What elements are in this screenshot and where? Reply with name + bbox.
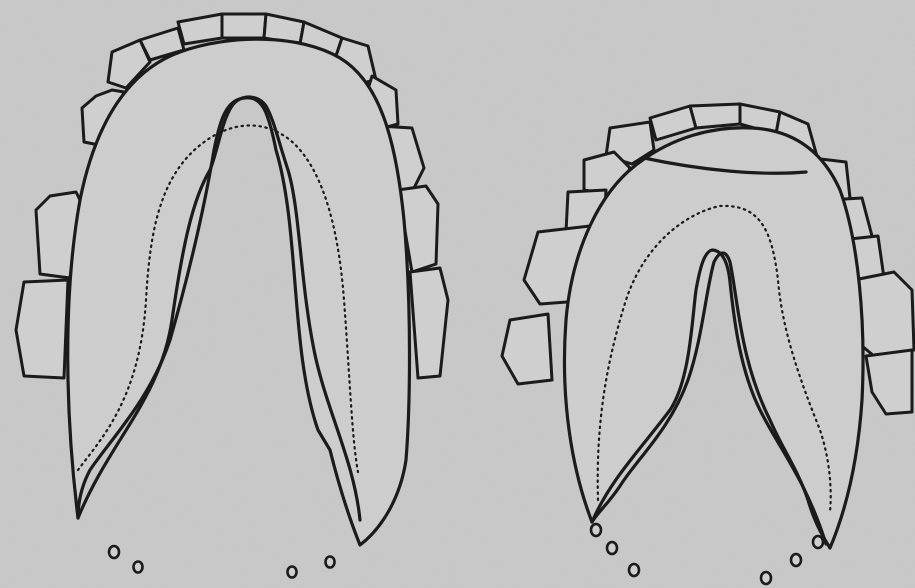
right-hole-6 <box>813 536 823 548</box>
left-tooth-r5 <box>410 268 448 378</box>
left-hole-2 <box>134 562 143 573</box>
left-tooth-l5 <box>16 280 68 378</box>
right-tooth-f2 <box>690 104 740 128</box>
left-hole-4 <box>326 557 335 568</box>
right-hole-5 <box>791 554 801 566</box>
right-hole-3 <box>629 564 639 576</box>
right-hole-1 <box>591 524 601 536</box>
right-hole-4 <box>761 572 771 584</box>
left-tooth-f2 <box>222 14 266 38</box>
left-hole-3 <box>288 567 297 578</box>
right-hole-2 <box>607 542 617 554</box>
left-hole-1 <box>109 546 119 558</box>
